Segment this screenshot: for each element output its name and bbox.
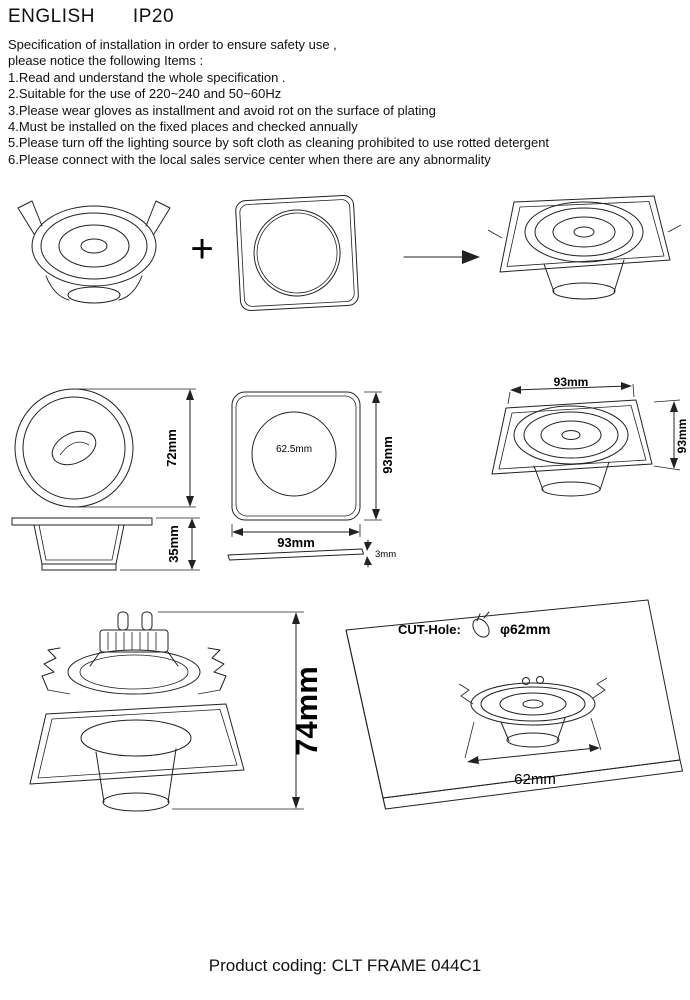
cut-hole-diameter: φ62mm xyxy=(500,621,550,637)
notice-intro-line2: please notice the following Items : xyxy=(8,53,204,69)
fixture-with-lamp-drawing: 74mm xyxy=(29,611,324,812)
plus-sign: + xyxy=(190,227,213,271)
assembled-frame-drawing xyxy=(487,195,682,300)
dim-93mm-persp-height: 93mm xyxy=(675,419,689,454)
gu10-pin-right xyxy=(141,611,153,631)
notice-item: 1.Read and understand the whole specific… xyxy=(8,69,286,85)
language-label: ENGLISH xyxy=(8,6,95,27)
plate-thickness-drawing: 3mm xyxy=(227,539,396,568)
ip-rating-label: IP20 xyxy=(132,6,175,27)
notice-item: 4.Must be installed on the fixed places … xyxy=(8,119,358,135)
cut-hole-label: CUT-Hole: xyxy=(398,622,461,637)
clip-left xyxy=(458,683,474,705)
round-side-view-drawing: 35mm xyxy=(11,517,200,571)
gu10-pin-left xyxy=(117,611,129,631)
dim-3mm: 3mm xyxy=(375,549,396,560)
clip-mark-left xyxy=(487,229,503,239)
square-plate-dim-drawing: 62.5mm 93mm 93mm xyxy=(231,391,395,550)
clip-right xyxy=(592,677,608,699)
cut-hole-width: 62mm xyxy=(514,771,556,788)
notice-item: 6.Please connect with the local sales se… xyxy=(8,151,491,167)
arrow-right-icon xyxy=(403,250,480,264)
notice-item: 5.Please turn off the lighting source by… xyxy=(8,135,550,151)
round-frame-drawing xyxy=(17,200,171,304)
panel-edge-left xyxy=(345,629,386,810)
spring-clip-left xyxy=(17,200,43,235)
product-coding: Product coding: CLT FRAME 044C1 xyxy=(208,956,482,975)
dim-93mm-width: 93mm xyxy=(277,535,315,550)
clip-mark-right xyxy=(667,224,682,233)
gu10-lamp-body xyxy=(99,629,169,653)
notice-item: 3.Please wear gloves as installment and … xyxy=(8,102,436,118)
dim-72mm: 72mm xyxy=(164,429,179,467)
spring-clip-right xyxy=(145,200,171,235)
square-frame-drawing xyxy=(235,194,359,312)
notice-item: 2.Suitable for the use of 220~240 and 50… xyxy=(8,86,282,102)
installation-notice: Specification of installation in order t… xyxy=(8,37,686,168)
round-top-view-drawing: 72mm xyxy=(14,388,196,508)
spring-left xyxy=(41,647,61,691)
dim-62-5mm: 62.5mm xyxy=(276,444,312,455)
dim-93mm-persp-width: 93mm xyxy=(554,375,589,389)
ceiling-panel-drawing: CUT-Hole: φ62mm 62mm xyxy=(345,599,683,810)
plus-glyph: + xyxy=(190,227,213,271)
dim-74mm: 74mm xyxy=(289,666,324,756)
notice-intro-line1: Specification of installation in order t… xyxy=(8,37,337,52)
dim-93mm-height: 93mm xyxy=(380,436,395,474)
lamp-icon xyxy=(472,611,490,638)
assembled-frame-dim-drawing: 93mm 93mm xyxy=(491,375,689,497)
spring-right xyxy=(207,647,227,691)
header: ENGLISH IP20 xyxy=(8,6,174,28)
dim-35mm: 35mm xyxy=(166,525,181,563)
